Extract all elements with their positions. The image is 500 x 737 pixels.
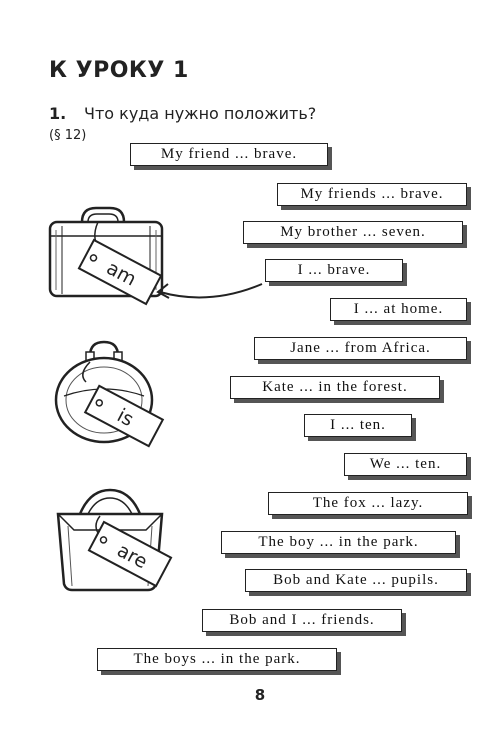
handbag-icon[interactable]: are <box>44 486 174 601</box>
sentence-card[interactable]: We ... ten. <box>344 453 467 476</box>
sentence-card[interactable]: My brother ... seven. <box>243 221 463 244</box>
sentence-card[interactable]: The fox ... lazy. <box>268 492 468 515</box>
sentence-card[interactable]: The boys ... in the park. <box>97 648 337 671</box>
sentence-card[interactable]: Bob and Kate ... pupils. <box>245 569 467 592</box>
task-number: 1. <box>49 104 67 123</box>
sentence-card[interactable]: My friends ... brave. <box>277 183 467 206</box>
task-instruction: Что куда нужно положить? <box>84 104 317 123</box>
lesson-title: К УРОКУ 1 <box>49 58 189 83</box>
sentence-card[interactable]: Kate ... in the forest. <box>230 376 440 399</box>
section-reference: (§ 12) <box>49 128 87 143</box>
page-number: 8 <box>254 686 266 704</box>
sentence-card[interactable]: I ... ten. <box>304 414 412 437</box>
suitcase-icon[interactable]: am <box>40 200 170 310</box>
arrow-icon <box>150 276 265 311</box>
sentence-card[interactable]: My friend ... brave. <box>130 143 328 166</box>
sentence-card[interactable]: I ... at home. <box>330 298 467 321</box>
sentence-card[interactable]: Bob and I ... friends. <box>202 609 402 632</box>
sentence-card[interactable]: I ... brave. <box>265 259 403 282</box>
sentence-card[interactable]: The boy ... in the park. <box>221 531 456 554</box>
sentence-card[interactable]: Jane ... from Africa. <box>254 337 467 360</box>
round-bag-icon[interactable]: is <box>48 338 173 448</box>
